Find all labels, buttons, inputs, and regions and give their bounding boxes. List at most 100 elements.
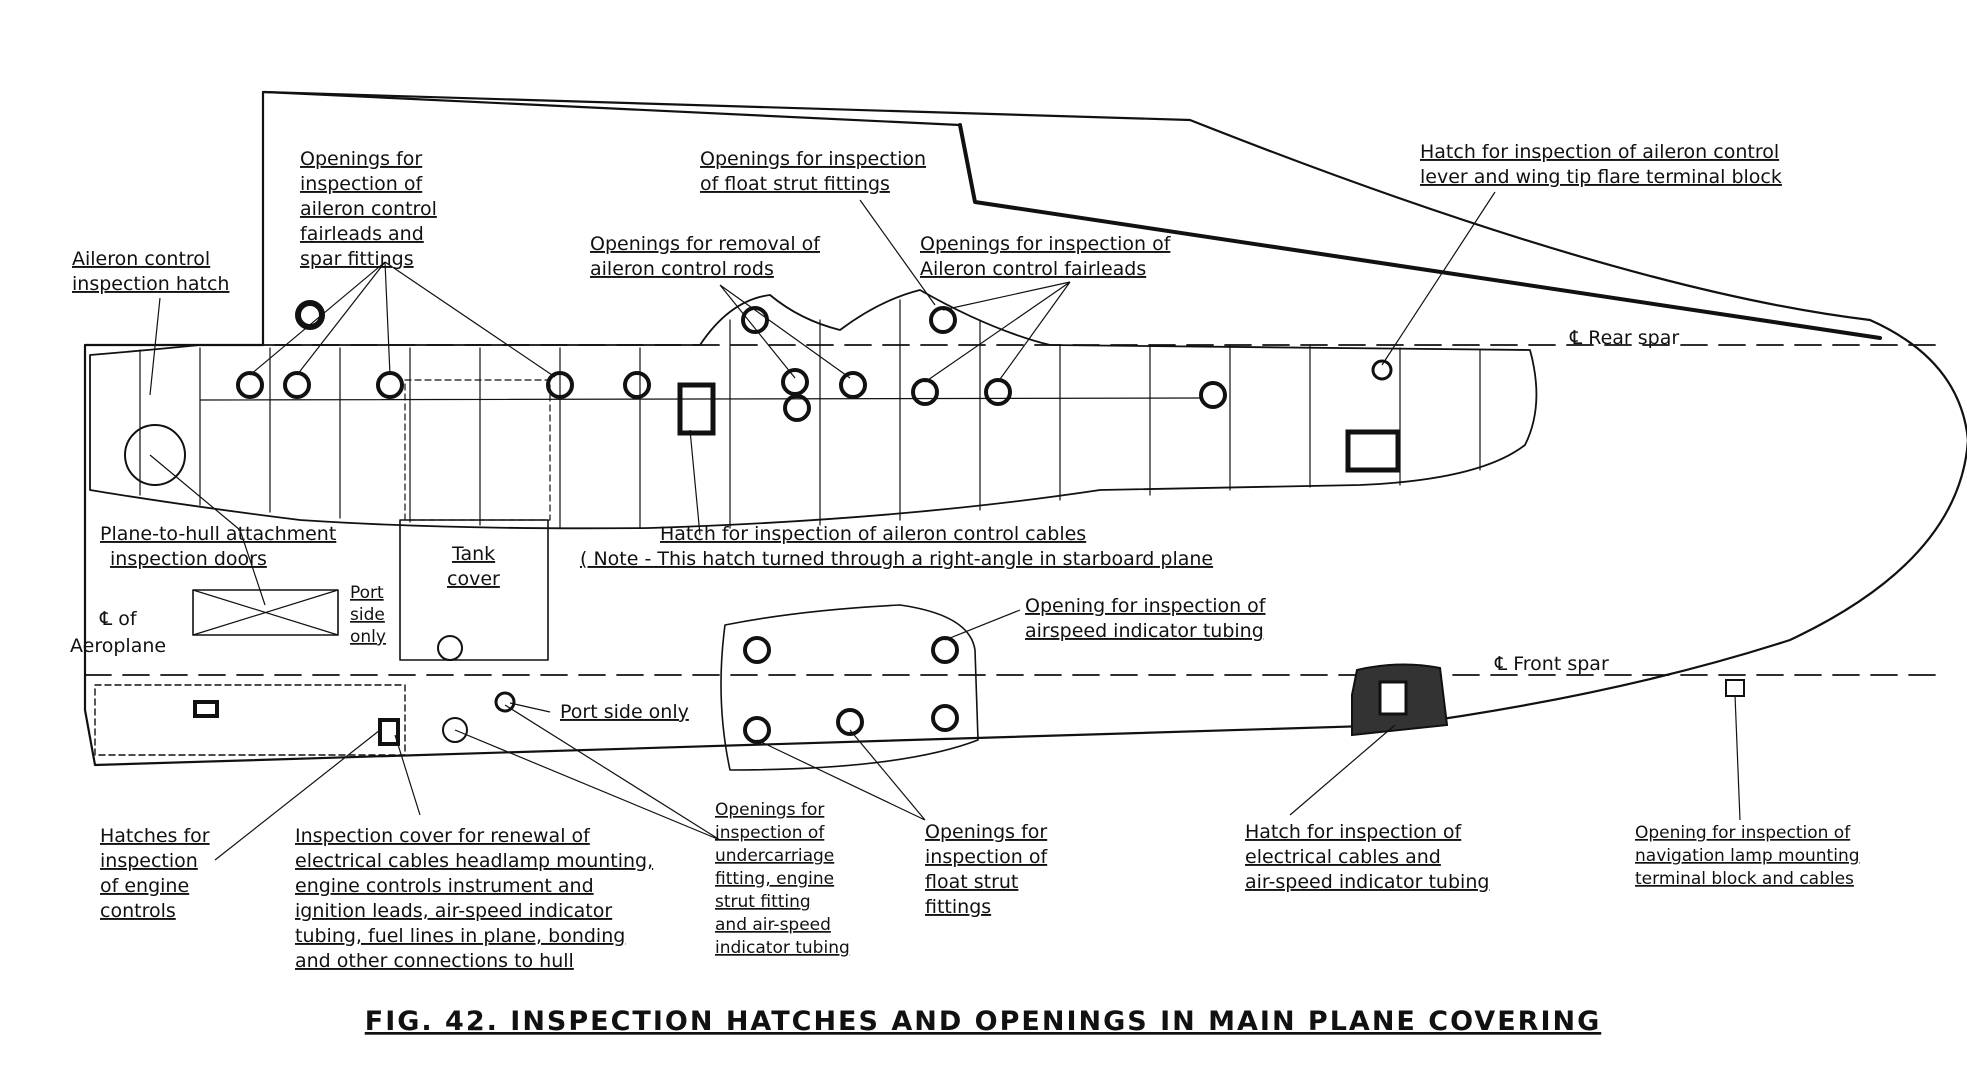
svg-text:Tank: Tank (451, 543, 495, 565)
figure-caption: FIG. 42. INSPECTION HATCHES AND OPENINGS… (365, 1006, 1602, 1037)
opening-8 (781, 368, 809, 396)
svg-text:float strut: float strut (925, 871, 1018, 893)
electrical-cable-hatch-window (1378, 680, 1408, 716)
label-nav-lamp: Opening for inspection of navigation lam… (1635, 823, 1860, 889)
label-float-strut-bottom: Openings for inspection of float strut f… (925, 821, 1048, 918)
svg-text:Aileron control: Aileron control (72, 248, 210, 270)
hull-door-box (192, 589, 339, 636)
svg-text:Openings for: Openings for (715, 800, 824, 820)
label-aileron-fairleads: Openings for inspection of Aileron contr… (920, 233, 1172, 280)
opening-21 (437, 635, 463, 661)
svg-text:engine controls instrument and: engine controls instrument and (295, 875, 594, 897)
opening-7 (929, 306, 957, 334)
svg-text:inspection of: inspection of (715, 823, 825, 843)
opening-16 (931, 636, 959, 664)
tank-inner (404, 379, 551, 521)
svg-text:Opening for inspection of: Opening for inspection of (1025, 595, 1267, 617)
svg-text:inspection of: inspection of (925, 846, 1048, 868)
svg-text:undercarriage: undercarriage (715, 846, 834, 866)
aileron-hinge (263, 90, 962, 127)
opening-5 (623, 371, 651, 399)
opening-1 (236, 371, 264, 399)
rear-spar-label: ℄ Rear spar (1569, 327, 1679, 349)
svg-text:Hatch for inspection of ailero: Hatch for inspection of aileron control (1420, 141, 1779, 163)
svg-text:fairleads and: fairleads and (300, 223, 424, 245)
opening-3 (376, 371, 404, 399)
svg-text:( Note - This hatch turned thr: ( Note - This hatch turned through a rig… (580, 548, 1213, 570)
label-electrical-cables: Hatch for inspection of electrical cable… (1245, 821, 1489, 893)
svg-text:and air-speed: and air-speed (715, 915, 831, 935)
svg-text:inspection: inspection (100, 850, 198, 872)
svg-text:Openings for removal of: Openings for removal of (590, 233, 821, 255)
opening-17 (743, 716, 771, 744)
nav-lamp-opening (1725, 679, 1745, 697)
svg-text:spar fittings: spar fittings (300, 248, 414, 270)
svg-text:fitting, engine: fitting, engine (715, 869, 834, 889)
svg-text:of engine: of engine (100, 875, 189, 897)
opening-12 (984, 378, 1012, 406)
opening-13 (1199, 381, 1227, 409)
label-removal-rods: Openings for removal of aileron control … (590, 233, 821, 280)
svg-text:electrical cables headlamp mou: electrical cables headlamp mounting, (295, 850, 653, 872)
opening-11 (911, 378, 939, 406)
svg-text:inspection hatch: inspection hatch (72, 273, 229, 295)
svg-text:electrical cables and: electrical cables and (1245, 846, 1441, 868)
label-engine-controls: Hatches for inspection of engine control… (100, 825, 210, 922)
leader-lines (149, 191, 1741, 861)
opening-9 (783, 394, 811, 422)
opening-14 (295, 300, 325, 330)
svg-text:of float strut fittings: of float strut fittings (700, 173, 890, 195)
svg-text:terminal block and cables: terminal block and cables (1635, 869, 1854, 889)
label-port-side-only: Port side only (560, 701, 689, 723)
label-aileron-cables: Hatch for inspection of aileron control … (580, 523, 1213, 570)
aileron-outline (958, 123, 1882, 340)
svg-text:controls: controls (100, 900, 176, 922)
lower-left-dashed (94, 684, 406, 756)
label-aileron-hatch: Aileron control inspection hatch (72, 248, 229, 295)
centre-line-label-2: Aeroplane (70, 635, 166, 657)
label-airspeed-tubing: Opening for inspection of airspeed indic… (1025, 595, 1267, 642)
svg-text:Openings for inspection: Openings for inspection (700, 148, 926, 170)
tank-cover-outline (399, 519, 549, 661)
opening-20 (494, 691, 516, 713)
float-cutaway (720, 604, 979, 771)
label-tank-cover: Tank cover (447, 543, 500, 590)
svg-text:inspection of: inspection of (300, 173, 423, 195)
aileron-cable-hatch (677, 382, 716, 436)
svg-text:only: only (350, 627, 386, 647)
hull-door-round (124, 424, 186, 486)
engine-control-hatch-2 (378, 718, 400, 746)
svg-text:fittings: fittings (925, 896, 991, 918)
svg-text:tubing, fuel lines in plane, b: tubing, fuel lines in plane, bonding (295, 925, 625, 947)
label-float-strut-top: Openings for inspection of float strut f… (700, 148, 926, 195)
opening-23 (1371, 359, 1393, 381)
svg-text:Inspection cover for renewal o: Inspection cover for renewal of (295, 825, 591, 847)
opening-2 (283, 371, 311, 399)
svg-text:cover: cover (447, 568, 500, 590)
opening-10 (839, 371, 867, 399)
label-undercarriage: Openings for inspection of undercarriage… (715, 800, 850, 958)
label-headlamp: Inspection cover for renewal of electric… (295, 825, 653, 972)
opening-19 (931, 704, 959, 732)
label-aileron-lever: Hatch for inspection of aileron control … (1420, 141, 1782, 188)
opening-6 (741, 306, 769, 334)
cutaway-boundary (89, 289, 1538, 530)
svg-text:inspection doors: inspection doors (110, 548, 267, 570)
svg-text:Plane-to-hull attachment: Plane-to-hull attachment (100, 523, 336, 545)
opening-22 (442, 717, 468, 743)
label-hull-doors: Plane-to-hull attachment inspection door… (100, 523, 336, 570)
front-spar-label: ℄ Front spar (1494, 653, 1609, 675)
opening-18 (836, 708, 864, 736)
label-aileron-fairleads-spar: Openings for inspection of aileron contr… (300, 148, 437, 270)
aileron-lever-hatch (1345, 429, 1401, 473)
svg-text:aileron control rods: aileron control rods (590, 258, 774, 280)
label-port-side: Port side only (350, 583, 386, 647)
svg-text:Openings for: Openings for (925, 821, 1047, 843)
svg-text:Openings for inspection of: Openings for inspection of (920, 233, 1172, 255)
inspection-openings (124, 300, 1393, 744)
hatches (193, 382, 1745, 746)
engine-control-hatch-1 (193, 700, 219, 718)
svg-text:lever and wing tip flare termi: lever and wing tip flare terminal block (1420, 166, 1782, 188)
